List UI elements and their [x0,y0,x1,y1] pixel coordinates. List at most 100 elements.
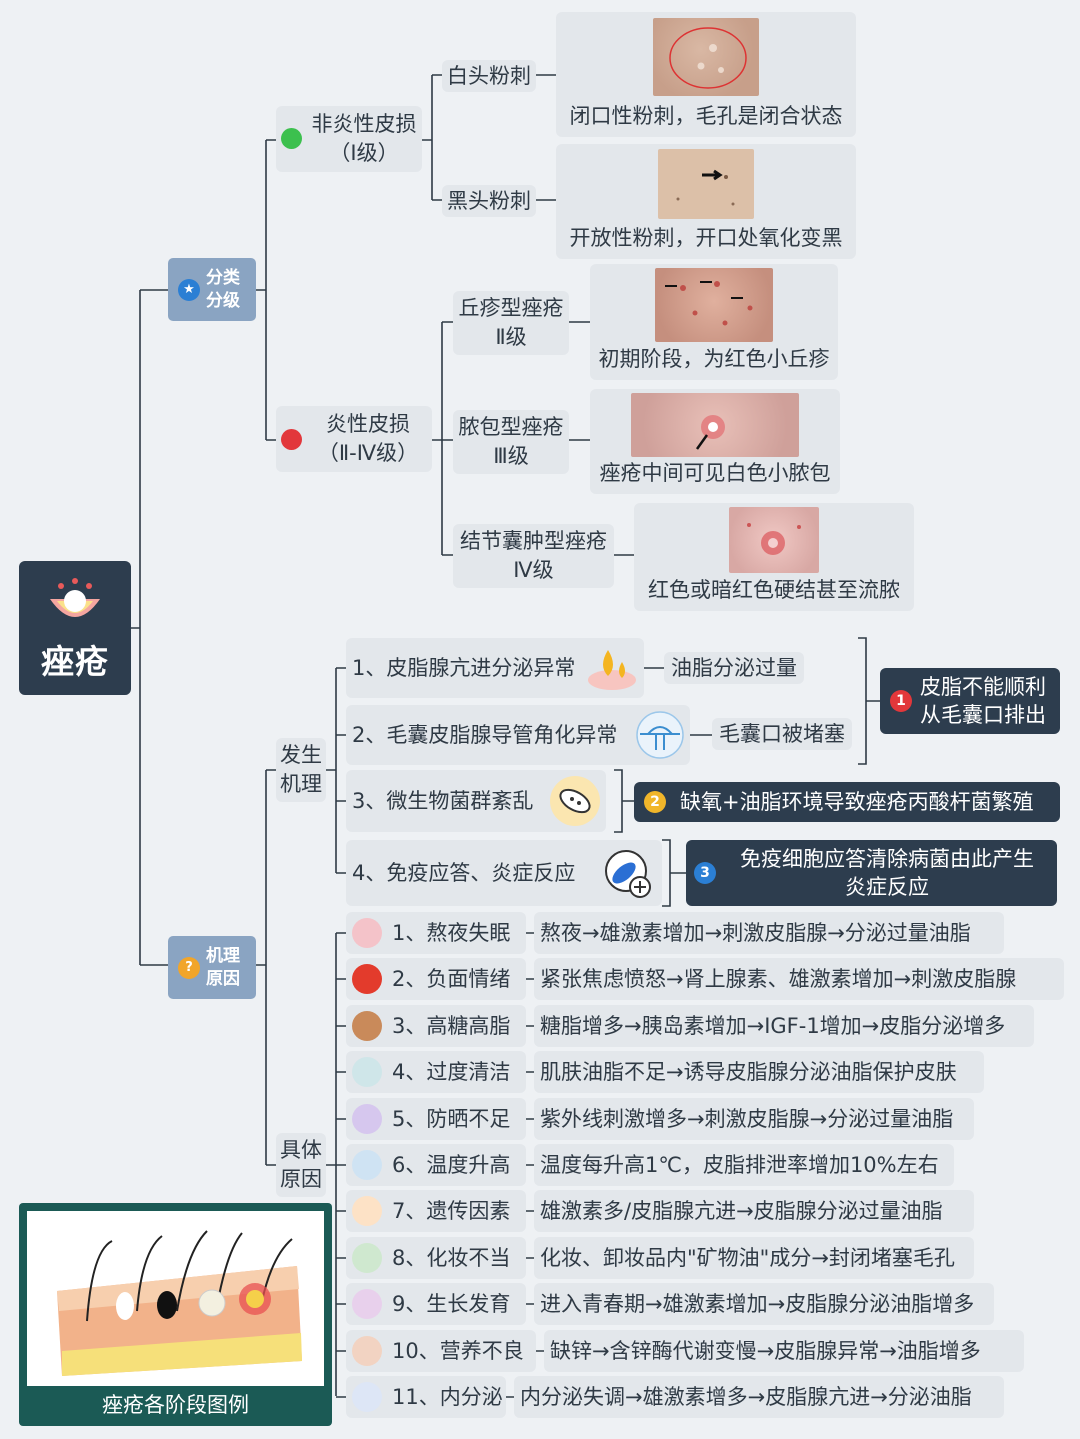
cleanser-bottle-icon [352,1057,382,1087]
cause-item-7-detail: 雄激素多/皮脂腺亢进→皮脂腺分泌过量油脂 [534,1190,974,1232]
root-title: 痤疮 [41,642,109,681]
cause-item-11-label: 11、内分泌 [392,1384,503,1409]
cause-item-8-label: 8、化妆不当 [392,1245,511,1270]
mechanism-item-3-label: 3、微生物菌群紊乱 [352,788,534,813]
category-mechanism-line1: 机理 [206,945,240,966]
cause-item-1-label: 1、熬夜失眠 [392,920,511,945]
non-inflammatory-node: 非炎性皮损 （Ⅰ级） [276,106,422,172]
cause-item-6-detail: 温度每升高1℃，皮脂排泄率增加10%左右 [534,1144,954,1186]
red-dot-icon [281,429,302,450]
summary-2-line1: 缺氧+油脂环境导致痤疮丙酸杆菌繁殖 [680,790,1034,814]
non-inflammatory-line2: （Ⅰ级） [329,141,399,165]
oil-drop-icon [588,650,636,690]
inflammatory-line1: 炎性皮损 [326,412,410,436]
mechanism-line2: 机理 [280,772,322,796]
cause-item-1-detail: 熬夜→雄激素增加→刺激皮脂腺→分泌过量油脂 [534,912,1004,954]
inflammatory-node: 炎性皮损 （Ⅱ-Ⅳ级） [276,406,432,472]
whitehead-photo [653,18,759,96]
pustular-node: 脓包型痤疮 Ⅲ级 [453,410,569,474]
summary-1-line2: 从毛囊口排出 [920,703,1046,727]
blackhead-photo [658,149,754,219]
blackhead-label: 黑头粉刺 [447,188,531,213]
papular-node: 丘疹型痤疮 Ⅱ级 [453,291,569,355]
cause-item-7-label: 7、遗传因素 [392,1198,511,1223]
cause-item-7: 7、遗传因素 [346,1190,526,1232]
mechanism-line1: 发生 [280,743,322,767]
cause-item-4: 4、过度清洁 [346,1051,526,1093]
summary-3-badge: 3 [694,862,716,884]
whitehead-label: 白头粉刺 [447,63,531,88]
star-icon: ★ [178,278,200,301]
cause-item-6-label: 6、温度升高 [392,1152,511,1177]
cause-item-9-label: 9、生长发育 [392,1291,511,1316]
pustular-line2: Ⅲ级 [493,444,529,468]
cause-item-3-detail: 糖脂增多→胰岛素增加→IGF-1增加→皮脂分泌增多 [534,1005,1034,1047]
category-classification-line1: 分类 [206,267,240,288]
cause-item-4-label: 4、过度清洁 [392,1059,511,1084]
papular-photo [655,268,773,342]
whitehead-caption: 闭口性粉刺，毛孔是闭合状态 [569,104,843,128]
pustular-card: 痤疮中间可见白色小脓包 [590,389,840,494]
acne-face-icon [50,578,100,617]
pustular-line1: 脓包型痤疮 [458,415,564,439]
hormone-drop-icon [352,1382,382,1412]
mechanism-result-1: 油脂分泌过量 [664,652,804,684]
summary-1: 1 皮脂不能顺利 从毛囊口排出 [880,668,1060,734]
cause-item-2: 2、负面情绪 [346,958,526,1000]
cake-icon [352,1011,382,1041]
nodular-card: 红色或暗红色硬结甚至流脓 [634,503,914,611]
whitehead-card: 闭口性粉刺，毛孔是闭合状态 [556,12,856,137]
causes-line2: 原因 [280,1167,322,1191]
cause-item-9-detail: 进入青春期→雄激素增加→皮脂腺分泌油脂增多 [534,1283,994,1325]
inflammatory-line2: （Ⅱ-Ⅳ级） [317,441,419,465]
cause-item-10: 10、营养不良 [346,1330,536,1372]
summary-1-line1: 皮脂不能顺利 [920,675,1046,699]
pustular-caption: 痤疮中间可见白色小脓包 [599,461,831,485]
blackhead-node: 黑头粉刺 [442,185,536,217]
nodular-caption: 红色或暗红色硬结甚至流脓 [648,578,900,602]
summary-3: 3 免疫细胞应答清除病菌由此产生 炎症反应 [686,840,1057,906]
zinc-icon [352,1336,382,1366]
green-dot-icon [281,128,302,149]
cause-item-5-label: 5、防晒不足 [392,1106,511,1131]
legend-caption: 痤疮各阶段图例 [102,1393,249,1417]
blackhead-caption: 开放性粉刺，开口处氧化变黑 [569,226,843,250]
mechanism-item-3: 3、微生物菌群紊乱 [346,770,606,832]
cause-item-4-detail: 肌肤油脂不足→诱导皮脂腺分泌油脂保护皮肤 [534,1051,984,1093]
cause-item-3: 3、高糖高脂 [346,1005,526,1047]
mechanism-result-2: 毛囊口被堵塞 [712,718,852,750]
acne-stages-legend: 痤疮各阶段图例 [19,1203,332,1426]
category-classification: ★ 分类 分级 [168,258,256,321]
mechanism-item-2: 2、毛囊皮脂腺导管角化异常 [346,705,690,765]
mechanism-item-4-label: 4、免疫应答、炎症反应 [352,860,576,885]
teen-face-icon [352,1289,382,1319]
summary-3-line1: 免疫细胞应答清除病菌由此产生 [740,847,1034,871]
category-classification-line2: 分级 [206,290,240,311]
mechanism-node: 发生 机理 [276,738,326,802]
cause-item-6: 6、温度升高 [346,1144,526,1186]
root-node: 痤疮 [19,561,131,695]
category-mechanism-line2: 原因 [206,968,240,989]
cause-item-2-label: 2、负面情绪 [392,966,511,991]
pore-blocked-icon [636,711,684,759]
non-inflammatory-line1: 非炎性皮损 [311,112,417,136]
cause-item-5: 5、防晒不足 [346,1098,526,1140]
sun-umbrella-icon [352,1104,382,1134]
cause-item-3-label: 3、高糖高脂 [392,1013,511,1038]
causes-node: 具体 原因 [276,1133,326,1197]
cause-item-8: 8、化妆不当 [346,1237,526,1279]
makeup-icon [352,1243,382,1273]
cause-item-5-detail: 紫外线刺激增多→刺激皮脂腺→分泌过量油脂 [534,1098,974,1140]
summary-1-badge: 1 [890,690,912,712]
nodular-node: 结节囊肿型痤疮 Ⅳ级 [453,524,614,588]
blackhead-card: 开放性粉刺，开口处氧化变黑 [556,144,856,259]
mechanism-item-1: 1、皮脂腺亢进分泌异常 [346,638,644,698]
bacteria-icon [550,776,600,826]
cause-item-10-label: 10、营养不良 [392,1338,524,1363]
pustular-photo [631,393,799,457]
sun-cloud-icon [352,1150,382,1180]
summary-2: 2 缺氧+油脂环境导致痤疮丙酸杆菌繁殖 [634,782,1060,822]
nodular-photo [729,507,819,573]
